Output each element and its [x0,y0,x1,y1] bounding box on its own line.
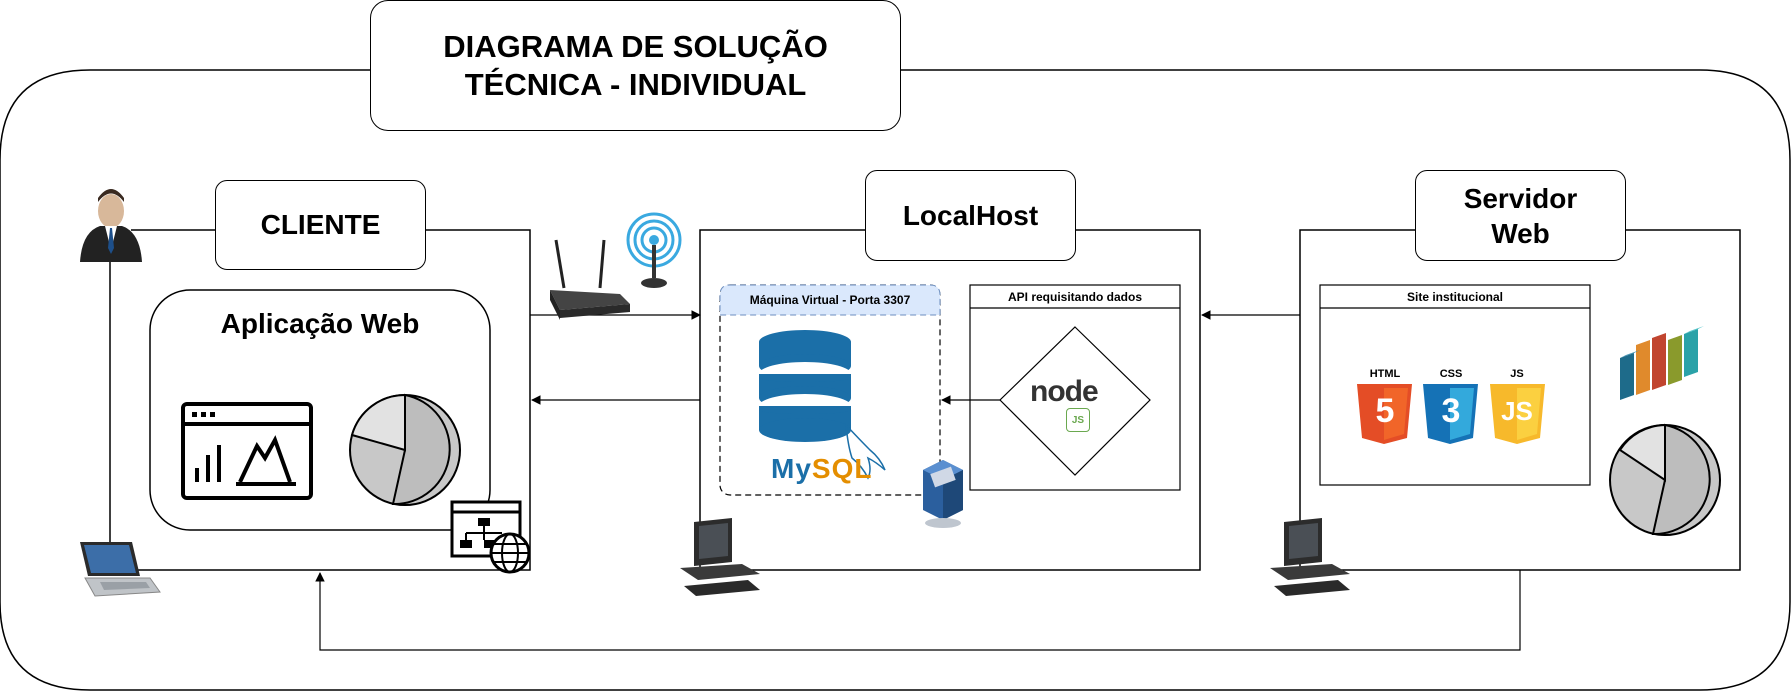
diagram-title: DIAGRAMA DE SOLUÇÃO TÉCNICA - INDIVIDUAL [443,28,828,102]
api-label: API requisitando dados [1007,290,1142,304]
nodejs-logo-text: node [1030,375,1099,408]
virtualbox-icon [923,460,963,528]
bar-chart-3d-icon [1620,326,1704,400]
desktop-computer-icon-localhost [680,518,760,596]
cliente-frame [109,229,531,571]
js-icon [1490,384,1545,444]
vm-label: Máquina Virtual - Porta 3307 [749,293,911,307]
css3-digit: 3 [1441,392,1461,430]
css3-icon [1423,384,1478,444]
js-label: JS [1510,368,1524,380]
js-digit: JS [1501,396,1533,426]
api-diamond [999,326,1151,476]
sitemap-globe-icon [450,500,531,574]
wireless-icon [626,212,682,288]
aplicacao-web-box [149,289,491,531]
dashboard-icon [181,402,313,500]
nodejs-js-badge: JS [1066,408,1090,432]
servidor-web-label: Servidor Web [1415,170,1626,261]
mysql-logo-text: MySQL [771,453,873,484]
user-icon [80,189,142,262]
css-label: CSS [1439,368,1463,380]
pie-chart-icon-cliente [349,393,461,506]
site-institucional-label: Site institucional [1406,290,1503,304]
localhost-frame [699,229,1201,571]
html5-icon [1357,384,1412,444]
html-label: HTML [1369,368,1401,380]
vm-header [719,284,941,316]
outer-frame [0,69,1791,691]
html5-digit: 5 [1375,392,1395,430]
desktop-computer-icon-servidor [1270,518,1350,596]
localhost-label: LocalHost [865,170,1076,261]
pie-chart-icon-servidor [1609,423,1721,536]
diagram-title-box: DIAGRAMA DE SOLUÇÃO TÉCNICA - INDIVIDUAL [370,0,901,131]
arrow-servidor-to-cliente [315,570,1521,651]
laptop-icon [80,542,161,597]
cliente-label: CLIENTE [215,180,426,270]
aplicacao-web-label: Aplicação Web [220,308,420,339]
database-icon [759,330,851,442]
mysql-dolphin-icon [845,422,886,480]
router-icon [550,239,630,320]
